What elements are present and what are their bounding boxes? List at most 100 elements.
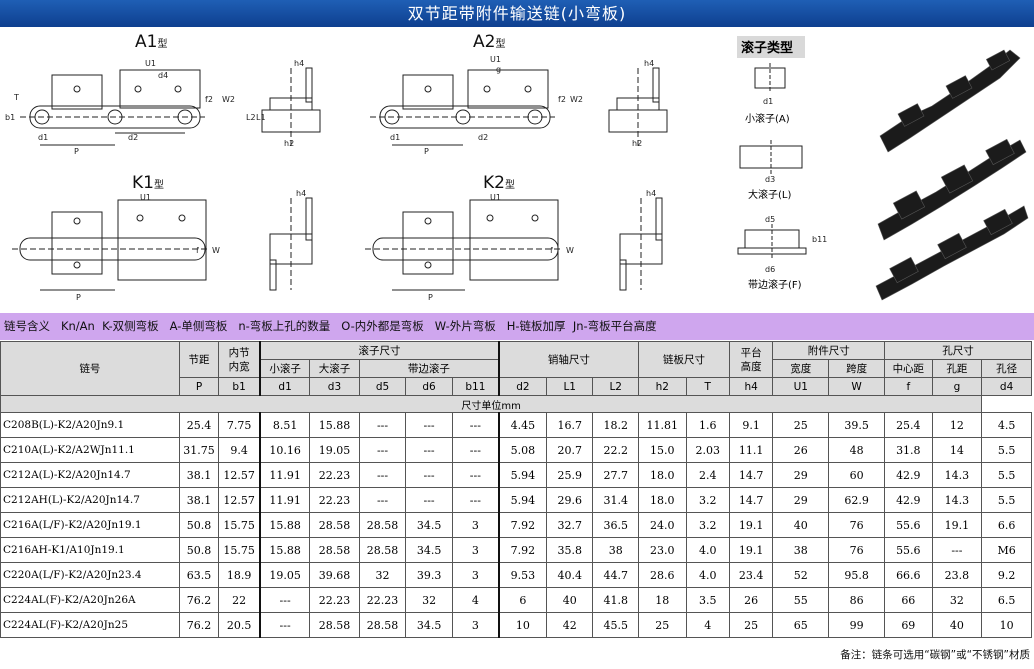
spec-cell: --- xyxy=(931,537,983,563)
spec-cell: 41.8 xyxy=(592,587,639,613)
spec-cell: 63.5 xyxy=(178,562,220,588)
spec-cell: 9.4 xyxy=(218,437,261,463)
spec-cell: 7.75 xyxy=(218,412,261,438)
spec-cell: 1.6 xyxy=(685,412,730,438)
spec-cell: 65 xyxy=(772,612,830,638)
dim-l2-a1: L2 xyxy=(246,113,256,122)
spec-cell: 66.6 xyxy=(884,562,933,588)
spec-cell: 40 xyxy=(772,512,830,538)
spec-cell: 6.5 xyxy=(981,587,1032,613)
spec-cell: --- xyxy=(451,412,500,438)
spec-cell: 99 xyxy=(828,612,886,638)
symbol-cell: g xyxy=(931,377,983,396)
symbol-cell: b11 xyxy=(451,377,500,396)
spec-cell: 4.5 xyxy=(981,412,1032,438)
dim-u1-k2: U1 xyxy=(490,193,501,202)
dim-p-a1: P xyxy=(74,147,79,156)
symbol-cell: L2 xyxy=(592,377,639,396)
spec-cell: 42.9 xyxy=(884,462,933,488)
spec-cell: 4.0 xyxy=(685,537,730,563)
spec-cell: 26 xyxy=(772,437,830,463)
unit-label: 尺寸单位mm xyxy=(0,395,983,413)
spec-cell: 62.9 xyxy=(828,487,886,513)
spec-cell: 19.1 xyxy=(931,512,983,538)
spec-cell: 4.45 xyxy=(498,412,547,438)
spec-cell: 52 xyxy=(772,562,830,588)
spec-cell: 76 xyxy=(828,512,886,538)
header-small-roller: 小滚子 xyxy=(259,359,311,378)
spec-cell: 31.75 xyxy=(178,437,220,463)
spec-cell: 50.8 xyxy=(178,537,220,563)
drawing-label-a1: A1型 xyxy=(135,32,168,52)
spec-cell: --- xyxy=(405,487,453,513)
spec-cell: 20.5 xyxy=(218,612,261,638)
header-large-roller: 大滚子 xyxy=(309,359,360,378)
spec-cell: 11.1 xyxy=(728,437,774,463)
symbol-cell: h4 xyxy=(728,377,774,396)
spec-cell: 28.58 xyxy=(358,512,407,538)
spec-cell: 55.6 xyxy=(884,512,933,538)
spec-cell: 10.16 xyxy=(259,437,311,463)
header-hole-pitch: 孔距 xyxy=(931,359,983,378)
header-inner-width: 内节 内宽 xyxy=(218,341,261,378)
spec-cell: 29.6 xyxy=(545,487,594,513)
spec-cell: 9.1 xyxy=(728,412,774,438)
spec-cell: 14 xyxy=(931,437,983,463)
spec-cell: 12.57 xyxy=(218,462,261,488)
spec-cell: 48 xyxy=(828,437,886,463)
dim-g-a2: g xyxy=(496,65,501,74)
spec-cell: 28.6 xyxy=(637,562,687,588)
page-title: 双节距带附件输送链(小弯板) xyxy=(0,0,1034,27)
spec-cell: 22 xyxy=(218,587,261,613)
spec-cell: 14.7 xyxy=(728,462,774,488)
spec-cell: 18.9 xyxy=(218,562,261,588)
spec-cell: 5.94 xyxy=(498,462,547,488)
chain-model-cell: C220A(L/F)-K2/A20Jn23.4 xyxy=(0,562,180,588)
spec-cell: 19.1 xyxy=(728,537,774,563)
spec-cell: 36.5 xyxy=(592,512,639,538)
chain-model-cell: C216A(L/F)-K2/A20Jn19.1 xyxy=(0,512,180,538)
header-pitch: 节距 xyxy=(178,341,220,378)
dim-w2-a2: W2 xyxy=(570,95,583,104)
flange-roller-label: 带边滚子(F) xyxy=(748,278,802,291)
spec-cell: 19.05 xyxy=(309,437,360,463)
spec-cell: 32 xyxy=(931,587,983,613)
spec-cell: 29 xyxy=(772,462,830,488)
large-roller-label: 大滚子(L) xyxy=(748,188,791,201)
spec-cell: 31.4 xyxy=(592,487,639,513)
dim-h4-a1: h4 xyxy=(294,59,304,68)
spec-cell: 34.5 xyxy=(405,537,453,563)
dim-d4-a1: d4 xyxy=(158,71,168,80)
spec-cell: 60 xyxy=(828,462,886,488)
spec-cell: 12 xyxy=(931,412,983,438)
dim-u1-a2: U1 xyxy=(490,55,501,64)
spec-cell: 38.1 xyxy=(178,462,220,488)
spec-cell: 4 xyxy=(685,612,730,638)
dim-d3: d3 xyxy=(765,175,775,184)
spec-cell: 39.68 xyxy=(309,562,360,588)
dim-p-k1: P xyxy=(76,293,81,302)
spec-cell: 23.4 xyxy=(728,562,774,588)
chain-product-photo xyxy=(875,49,1029,301)
spec-cell: 19.05 xyxy=(259,562,311,588)
spec-cell: 15.88 xyxy=(259,537,311,563)
chain-model-cell: C216AH-K1/A10Jn19.1 xyxy=(0,537,180,563)
spec-cell: --- xyxy=(451,462,500,488)
drawing-label-k1: K1型 xyxy=(132,173,164,193)
header-pin-size: 销轴尺寸 xyxy=(498,341,639,378)
dim-u1-a1: U1 xyxy=(145,59,156,68)
spec-cell: 34.5 xyxy=(405,512,453,538)
header-platform-height: 平台 高度 xyxy=(728,341,774,378)
spec-cell: --- xyxy=(259,587,311,613)
spec-cell: 38 xyxy=(592,537,639,563)
spec-cell: 3.5 xyxy=(685,587,730,613)
spec-cell: 14.7 xyxy=(728,487,774,513)
spec-cell: 11.81 xyxy=(637,412,687,438)
spec-cell: --- xyxy=(358,462,407,488)
